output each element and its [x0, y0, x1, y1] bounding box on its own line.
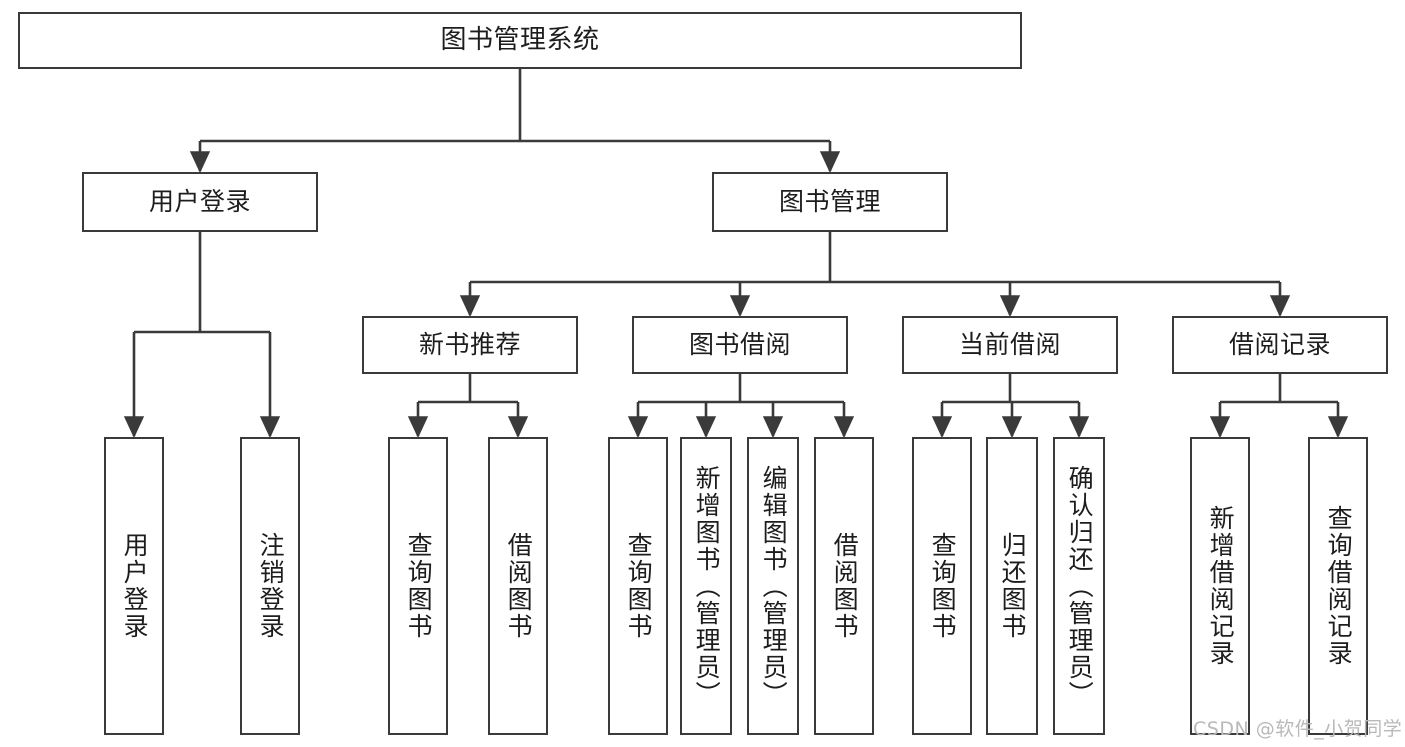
node-book-borrow[interactable]: 图书借阅	[632, 316, 848, 374]
node-leaf-confirm-return[interactable]: 确认归还（管理员）	[1053, 437, 1105, 735]
node-new-book-rec[interactable]: 新书推荐	[362, 316, 578, 374]
node-leaf-query-record[interactable]: 查询借阅记录	[1308, 437, 1368, 735]
node-leaf-add-book[interactable]: 新增图书（管理员）	[680, 437, 732, 735]
node-current-borrow[interactable]: 当前借阅	[902, 316, 1118, 374]
node-user-login[interactable]: 用户登录	[82, 172, 318, 232]
node-book-manage[interactable]: 图书管理	[712, 172, 948, 232]
node-leaf-borrow-book-2[interactable]: 借阅图书	[814, 437, 874, 735]
node-leaf-logout[interactable]: 注销登录	[240, 437, 300, 735]
csdn-watermark: CSDN @软件_小贺同学	[1193, 718, 1403, 740]
node-leaf-query-book-3[interactable]: 查询图书	[912, 437, 972, 735]
node-leaf-query-book-1[interactable]: 查询图书	[388, 437, 448, 735]
node-root[interactable]: 图书管理系统	[18, 12, 1022, 69]
node-leaf-user-login[interactable]: 用户登录	[104, 437, 164, 735]
node-leaf-edit-book[interactable]: 编辑图书（管理员）	[747, 437, 799, 735]
node-borrow-record[interactable]: 借阅记录	[1172, 316, 1388, 374]
node-leaf-query-book-2[interactable]: 查询图书	[608, 437, 668, 735]
node-leaf-return-book[interactable]: 归还图书	[986, 437, 1038, 735]
node-leaf-borrow-book-1[interactable]: 借阅图书	[488, 437, 548, 735]
node-leaf-add-record[interactable]: 新增借阅记录	[1190, 437, 1250, 735]
